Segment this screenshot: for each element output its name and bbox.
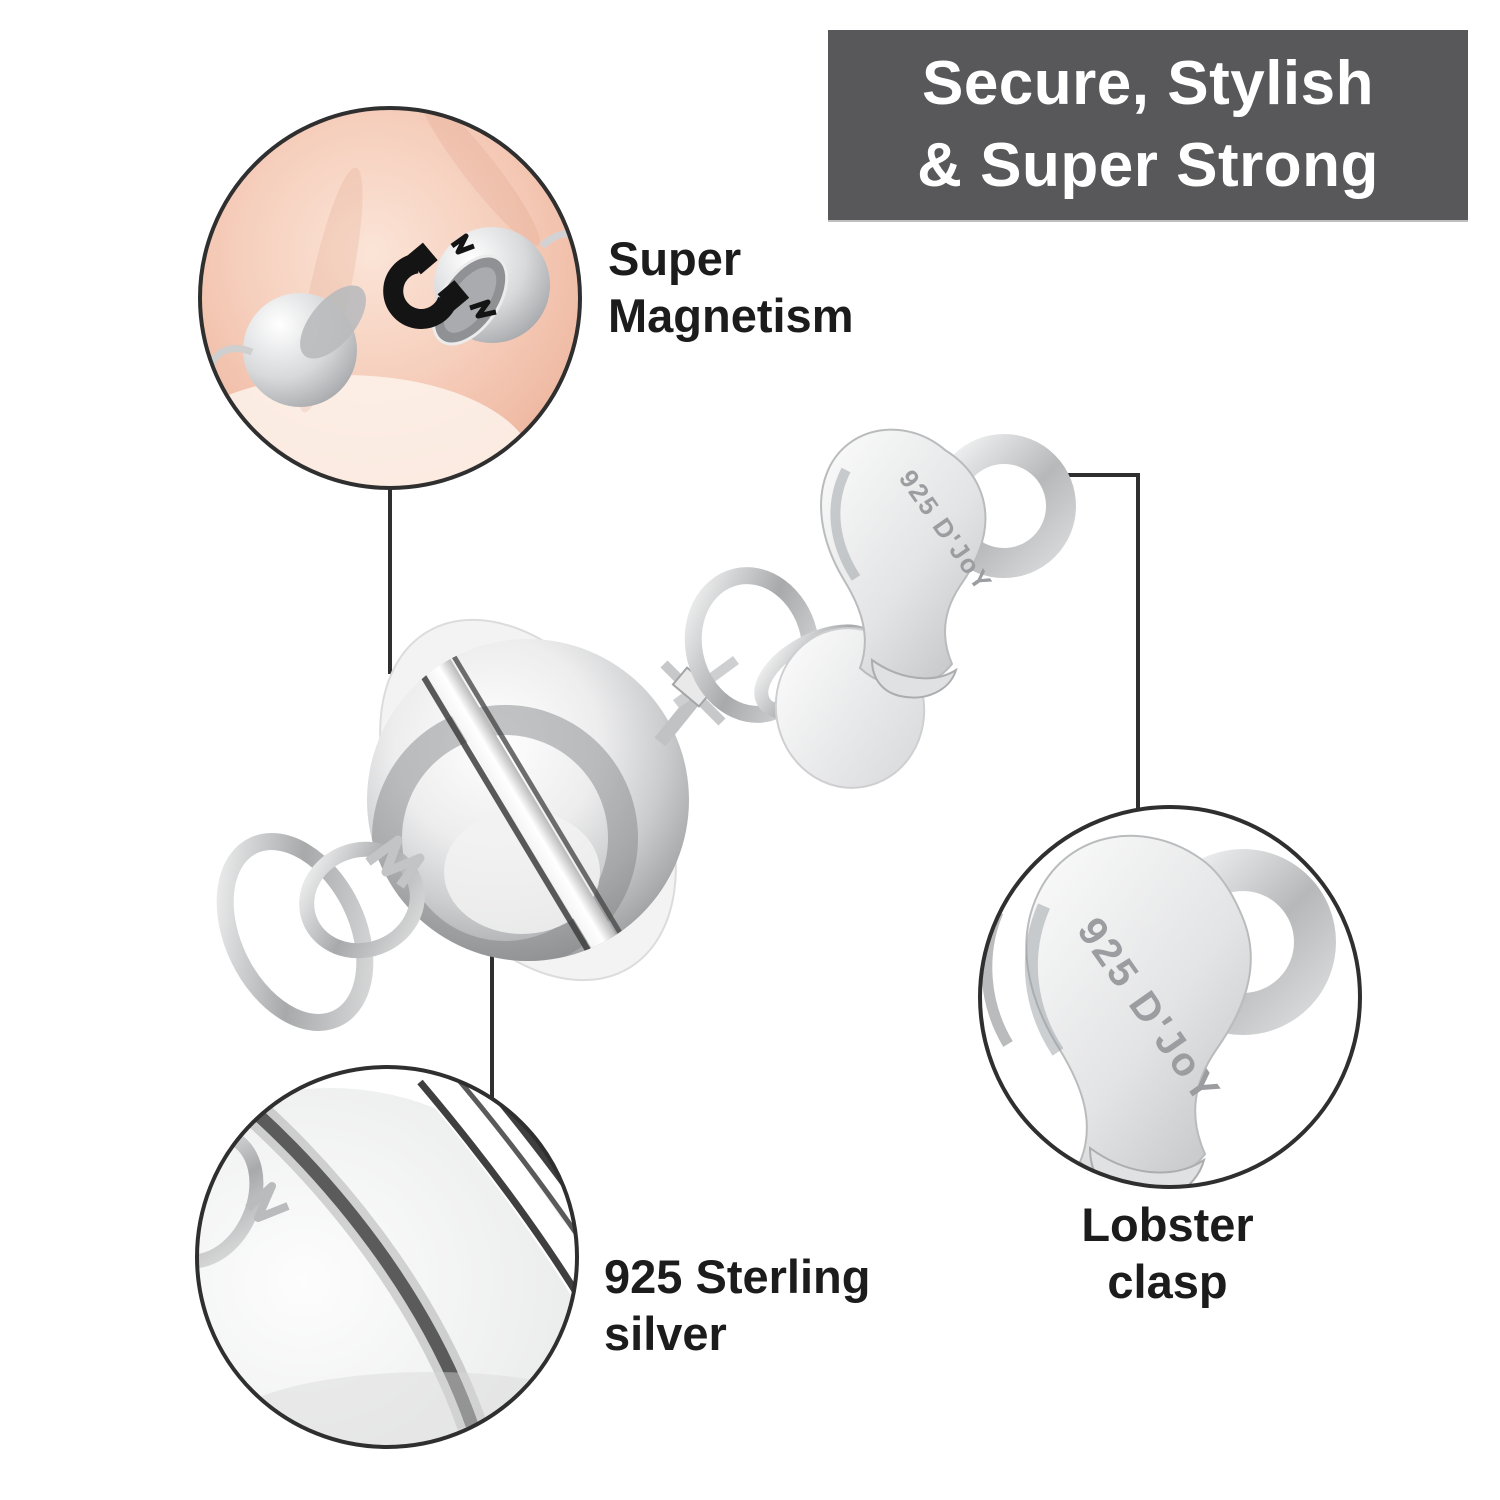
callout-super-magnetism: Super Magnetism bbox=[608, 232, 854, 343]
spark-icon bbox=[450, 233, 475, 255]
callout-sterling-silver: 925 Sterling silver bbox=[604, 1250, 871, 1361]
seam-line bbox=[450, 1070, 577, 1332]
finger-highlight bbox=[200, 375, 535, 488]
headline-banner: Secure, Stylish & Super Strong bbox=[828, 30, 1468, 220]
inset-magnetism bbox=[198, 106, 582, 490]
left-jump-rings bbox=[216, 833, 425, 1031]
connector-line-lobster bbox=[1035, 473, 1140, 808]
inset-lobster-closeup: 925 D'JoY bbox=[978, 805, 1362, 1189]
inset-ball-border bbox=[195, 1065, 579, 1449]
inset-magnetism-border bbox=[198, 106, 582, 490]
wire-star-pin bbox=[365, 835, 425, 889]
headline-line1: Secure, Stylish bbox=[921, 49, 1375, 119]
ball-seam bbox=[404, 639, 639, 961]
magnet-icon bbox=[383, 233, 497, 329]
magnet-half-right bbox=[431, 227, 580, 346]
wire-star-closeup bbox=[245, 1182, 290, 1222]
magnetic-ball bbox=[367, 639, 689, 961]
spark-icon bbox=[469, 299, 497, 319]
lobster-clasp: 925 D'JoY bbox=[820, 428, 1076, 699]
callout-lobster-clasp: Lobster clasp bbox=[1081, 1198, 1254, 1309]
seam-shadow bbox=[250, 1107, 479, 1428]
seam-line bbox=[417, 1079, 577, 1346]
inset-lobster-border bbox=[978, 805, 1362, 1189]
lobster-clasp-trigger bbox=[870, 658, 958, 699]
wire-right bbox=[539, 230, 580, 249]
headline-line2: & Super Strong bbox=[917, 131, 1379, 200]
inset-ball-closeup bbox=[195, 1065, 579, 1449]
magnetic-clasp-product: 925 D'JoY bbox=[216, 428, 1076, 1031]
